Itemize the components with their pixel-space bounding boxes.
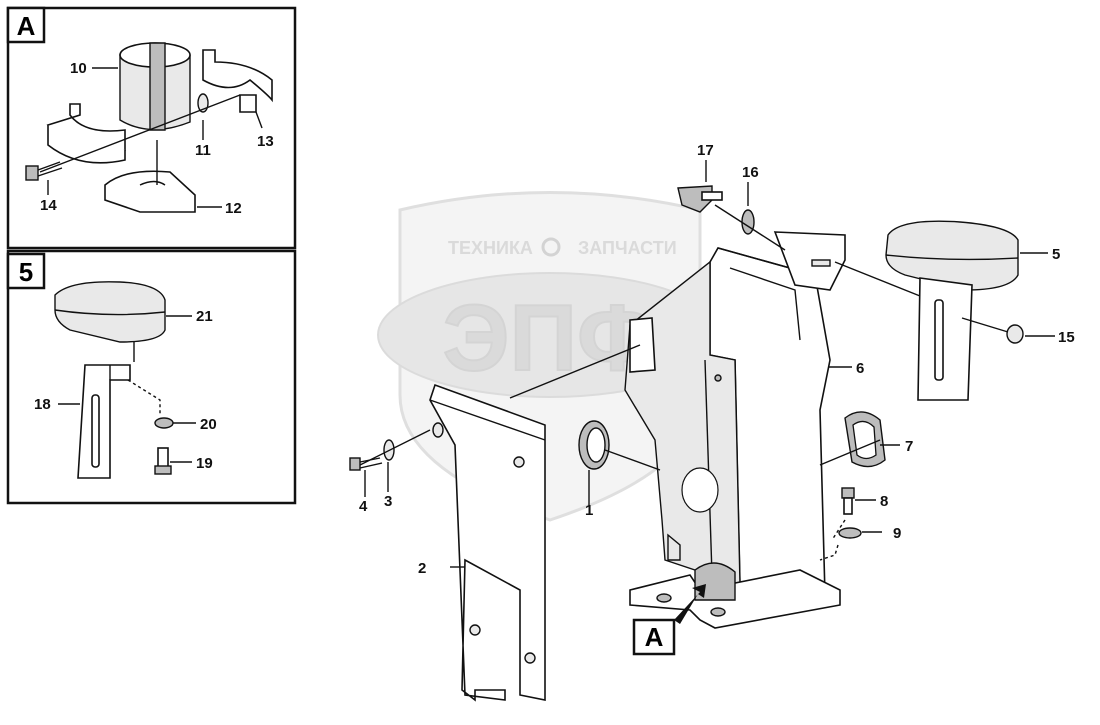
console-housing-part-6 <box>624 231 846 596</box>
bolt-part-17 <box>677 185 723 213</box>
watermark-text-right: ЗАПЧАСТИ <box>578 238 677 258</box>
detail-5-tag: 5 <box>19 257 33 287</box>
detail-5-tag-box <box>6 252 46 290</box>
screw-part-15 <box>1006 324 1024 344</box>
detail-a-tag: A <box>17 11 36 41</box>
detail-a-panel: A <box>6 6 297 250</box>
clamp-part-13 <box>202 49 273 113</box>
cover-plate-part-2 <box>429 383 546 702</box>
callout-2: 2 <box>418 560 426 577</box>
screw-part-19 <box>154 447 172 475</box>
washer-part-9 <box>838 527 862 539</box>
callout-20: 20 <box>200 416 217 433</box>
callout-15: 15 <box>1058 329 1075 346</box>
callout-4: 4 <box>359 498 368 515</box>
detail-5-panel: 5 21 18 20 19 <box>6 249 297 505</box>
main-view-tag: A <box>645 622 664 652</box>
callout-18: 18 <box>34 396 51 413</box>
detail-a-tag-box <box>6 6 46 44</box>
main-view-tag-box <box>632 618 676 656</box>
callout-11: 11 <box>195 142 211 159</box>
bolt-part-4 <box>349 457 383 471</box>
washer-part-11 <box>197 93 209 113</box>
callout-16: 16 <box>742 164 759 181</box>
callout-12: 12 <box>225 200 242 217</box>
bracket-part-18 <box>77 364 131 479</box>
armrest-part-5 <box>885 220 1019 401</box>
callout-3: 3 <box>384 493 392 510</box>
callout-9: 9 <box>893 525 901 542</box>
clamp-lower <box>46 103 126 164</box>
callout-6: 6 <box>856 360 864 377</box>
callout-10: 10 <box>70 60 87 77</box>
callout-1: 1 <box>585 502 593 519</box>
callout-5: 5 <box>1052 246 1060 263</box>
axis-line <box>39 94 241 173</box>
detail-a-frame <box>6 6 297 250</box>
bolt-part-8 <box>841 487 855 515</box>
cushion-part-21 <box>54 281 166 343</box>
grommet-part-1 <box>578 420 610 470</box>
bolt-part-14 <box>25 161 63 181</box>
washer-part-16 <box>741 209 755 235</box>
bushing-part-10 <box>119 42 191 131</box>
callout-13: 13 <box>257 133 274 150</box>
detail-5-frame <box>6 249 297 505</box>
callout-17: 17 <box>697 142 714 159</box>
watermark-big-text: ЭПФ <box>443 285 658 390</box>
callout-14: 14 <box>40 197 57 214</box>
arrow-icon <box>674 584 706 624</box>
callout-21: 21 <box>196 308 213 325</box>
watermark-text-left: ТЕХНИКА <box>448 238 533 258</box>
washer-part-20 <box>154 417 174 429</box>
gear-icon <box>541 237 561 257</box>
main-assembly: A 1 2 3 4 5 6 7 8 9 15 16 17 <box>349 142 1075 702</box>
callout-19: 19 <box>196 455 213 472</box>
callout-7: 7 <box>905 438 913 455</box>
callout-8: 8 <box>880 493 888 510</box>
base-plate <box>629 562 841 629</box>
gasket-part-7 <box>844 411 886 468</box>
plate-part-12 <box>104 170 196 213</box>
